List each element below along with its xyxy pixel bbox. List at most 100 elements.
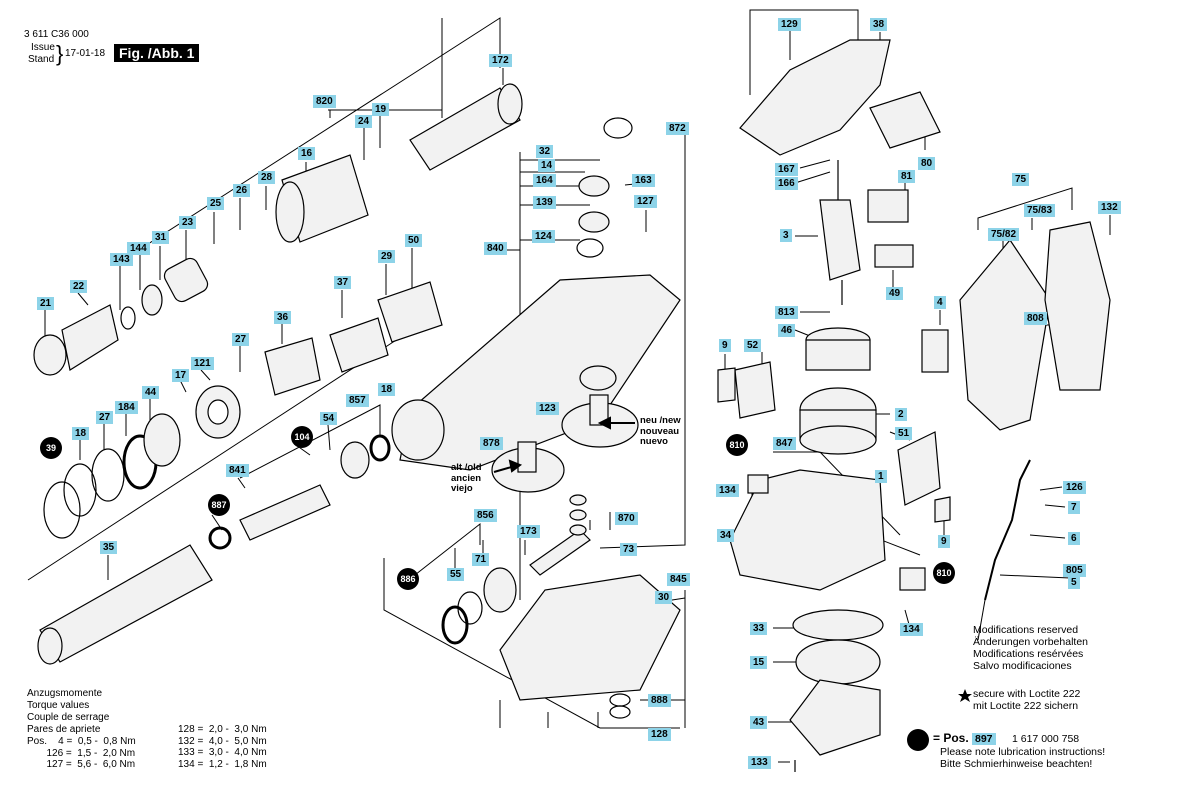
part-label-44: 44 (142, 386, 160, 399)
part-label-37: 37 (334, 276, 352, 289)
loctite-note-en: secure with Loctite 222 (973, 688, 1081, 700)
part-label-164: 164 (533, 174, 556, 187)
part-label-6: 6 (1068, 532, 1080, 545)
torque-title-es: Pares de apriete (27, 724, 101, 735)
part-label-134a: 134 (716, 484, 739, 497)
part-label-121: 121 (191, 357, 214, 370)
part-label-856: 856 (474, 509, 497, 522)
doc-number: 3 611 C36 000 (24, 29, 89, 40)
part-label-16: 16 (298, 147, 316, 160)
old-version-note: alt /old ancien viejo (451, 462, 482, 494)
part-label-845: 845 (667, 573, 690, 586)
part-label-28: 28 (258, 171, 276, 184)
part-label-51: 51 (895, 427, 913, 440)
circle-callout-39: 39 (40, 437, 62, 459)
circle-callout-810b: 810 (933, 562, 955, 584)
stand-label: Stand (28, 54, 55, 65)
part-label-184: 184 (115, 401, 138, 414)
part-label-7: 7 (1068, 501, 1080, 514)
loctite-star (958, 689, 972, 702)
part-label-80: 80 (918, 157, 936, 170)
modifications-es: Salvo modificaciones (973, 660, 1072, 672)
part-label-4: 4 (934, 296, 946, 309)
loctite-note-de: mit Loctite 222 sichern (973, 700, 1079, 712)
part-label-18a: 18 (72, 427, 90, 440)
part-label-857: 857 (346, 394, 369, 407)
part-label-820: 820 (313, 95, 336, 108)
part-label-9a: 9 (719, 339, 731, 352)
part-label-52: 52 (744, 339, 762, 352)
part-label-49: 49 (886, 287, 904, 300)
part-label-123: 123 (536, 402, 559, 415)
part-label-2: 2 (895, 408, 907, 421)
part-label-133: 133 (748, 756, 771, 769)
lubrication-pos-label: = Pos. (933, 731, 969, 745)
part-label-32: 32 (536, 145, 554, 158)
part-label-3: 3 (780, 229, 792, 242)
part-label-9b: 9 (938, 535, 950, 548)
lubrication-dot (907, 729, 929, 751)
issue-brace: } (56, 41, 64, 66)
part-label-1: 1 (875, 470, 887, 483)
part-label-17: 17 (172, 369, 190, 382)
part-label-26: 26 (233, 184, 251, 197)
circle-callout-887: 887 (208, 494, 230, 516)
part-label-34: 34 (717, 529, 735, 542)
part-label-167: 167 (775, 163, 798, 176)
part-label-29: 29 (378, 250, 396, 263)
part-label-25: 25 (207, 197, 225, 210)
part-label-129: 129 (778, 18, 801, 31)
part-label-30: 30 (655, 591, 673, 604)
part-label-14: 14 (538, 159, 556, 172)
part-label-124: 124 (532, 230, 555, 243)
part-label-75: 75 (1012, 173, 1030, 186)
circle-callout-886: 886 (397, 568, 419, 590)
part-label-71: 71 (472, 553, 490, 566)
part-label-173: 173 (517, 525, 540, 538)
part-label-81: 81 (898, 170, 916, 183)
part-label-46: 46 (778, 324, 796, 337)
part-label-33: 33 (750, 622, 768, 635)
part-label-808: 808 (1024, 312, 1047, 325)
part-label-36: 36 (274, 311, 292, 324)
part-label-878: 878 (480, 437, 503, 450)
part-label-73: 73 (620, 543, 638, 556)
part-label-143: 143 (110, 253, 133, 266)
part-label-134b: 134 (900, 623, 923, 636)
modifications-de: Änderungen vorbehalten (973, 636, 1089, 648)
part-label-872: 872 (666, 122, 689, 135)
part-label-841: 841 (226, 464, 249, 477)
part-label-24: 24 (355, 115, 373, 128)
part-label-75-83: 75/83 (1024, 204, 1056, 217)
part-label-75-82: 75/82 (988, 228, 1020, 241)
part-label-55: 55 (447, 568, 465, 581)
issue-date: 17-01-18 (65, 48, 106, 59)
part-label-840: 840 (484, 242, 507, 255)
part-label-172: 172 (489, 54, 512, 67)
part-label-38: 38 (870, 18, 888, 31)
part-label-27a: 27 (232, 333, 250, 346)
issue-label: Issue (31, 42, 55, 53)
torque-values-left: Pos. 4 = 0,5 - 0,8 Nm 126 = 1,5 - 2,0 Nm… (27, 736, 136, 770)
lubrication-part-number: 1 617 000 758 (1012, 733, 1080, 745)
part-label-22: 22 (70, 280, 88, 293)
torque-title-de: Anzugsmomente (27, 688, 103, 699)
indicator-arrows (493, 416, 635, 473)
circle-callout-104: 104 (291, 426, 313, 448)
part-shapes (33, 39, 1111, 772)
part-label-144: 144 (127, 242, 150, 255)
part-label-54: 54 (320, 412, 338, 425)
modifications-fr: Modifications resérvées (973, 648, 1084, 660)
part-label-888: 888 (648, 694, 671, 707)
circle-callout-810a: 810 (726, 434, 748, 456)
part-label-27b: 27 (96, 411, 114, 424)
torque-title-en: Torque values (27, 700, 90, 711)
figure-label: Fig. /Abb. 1 (114, 44, 200, 62)
torque-title-fr: Couple de serrage (27, 712, 110, 723)
part-label-870: 870 (615, 512, 638, 525)
torque-values-right: 128 = 2,0 - 3,0 Nm 132 = 4,0 - 5,0 Nm 13… (178, 724, 267, 770)
lubrication-pos-number: 897 (972, 733, 996, 745)
part-label-43: 43 (750, 716, 768, 729)
part-label-18b: 18 (378, 383, 396, 396)
part-label-5: 5 (1068, 576, 1080, 589)
